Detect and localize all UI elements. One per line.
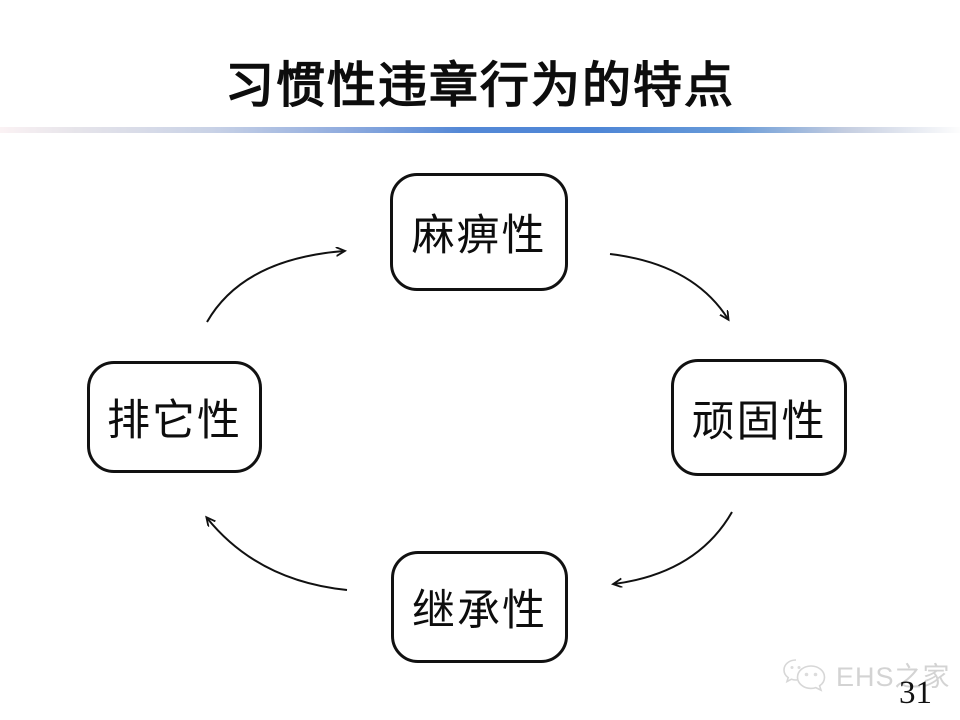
cycle-node-top-label: 麻痹性: [411, 212, 547, 260]
arrow-top-to-right: [609, 253, 728, 319]
arrow-left-to-top: [206, 251, 344, 323]
arrow-bottom-to-left: [207, 518, 348, 591]
cycle-node-left: 排它性: [87, 361, 262, 473]
watermark: EHS之家: [782, 655, 951, 694]
cycle-node-bottom-label: 继承性: [412, 587, 547, 635]
cycle-node-left-label: 排它性: [107, 397, 242, 445]
page-number: 31: [899, 675, 932, 711]
wechat-icon: [783, 658, 826, 692]
cycle-node-bottom: 继承性: [391, 551, 568, 663]
cycle-node-right-label: 顽固性: [691, 397, 827, 446]
title-divider: [0, 127, 960, 133]
cycle-node-right: 顽固性: [671, 359, 847, 476]
cycle-node-top: 麻痹性: [390, 173, 568, 291]
watermark-text: EHS之家: [836, 662, 951, 692]
arrow-right-to-bottom: [614, 511, 733, 584]
slide-title: 习惯性违章行为的特点: [224, 59, 735, 113]
